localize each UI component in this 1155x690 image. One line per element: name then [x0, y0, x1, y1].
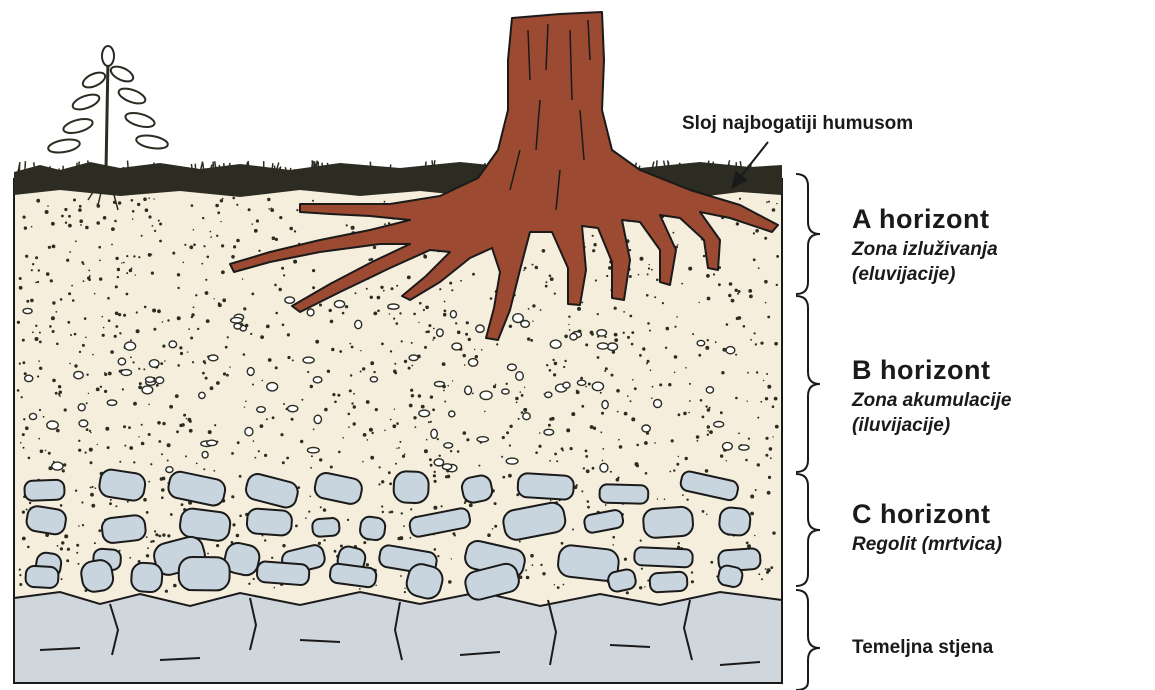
b-horizon-line-2: (iluvijacije) — [852, 413, 950, 438]
a-horizon-line-2: (eluvijacije) — [852, 262, 956, 287]
bedrock-layer — [14, 592, 782, 683]
humus-callout-label: Sloj najbogatiji humusom — [682, 113, 913, 135]
b-horizon-line-1: Zona akumulacije — [852, 388, 1011, 413]
b-horizon-title: B horizont — [852, 355, 990, 386]
bedrock-label: Temeljna stjena — [852, 637, 993, 659]
a-horizon-title: A horizont — [852, 204, 989, 235]
a-horizon-line-1: Zona izluživanja — [852, 237, 998, 262]
horizon-braces — [796, 174, 820, 690]
c-horizon-title: C horizont — [852, 499, 990, 530]
c-horizon-line-1: Regolit (mrtvica) — [852, 532, 1002, 557]
